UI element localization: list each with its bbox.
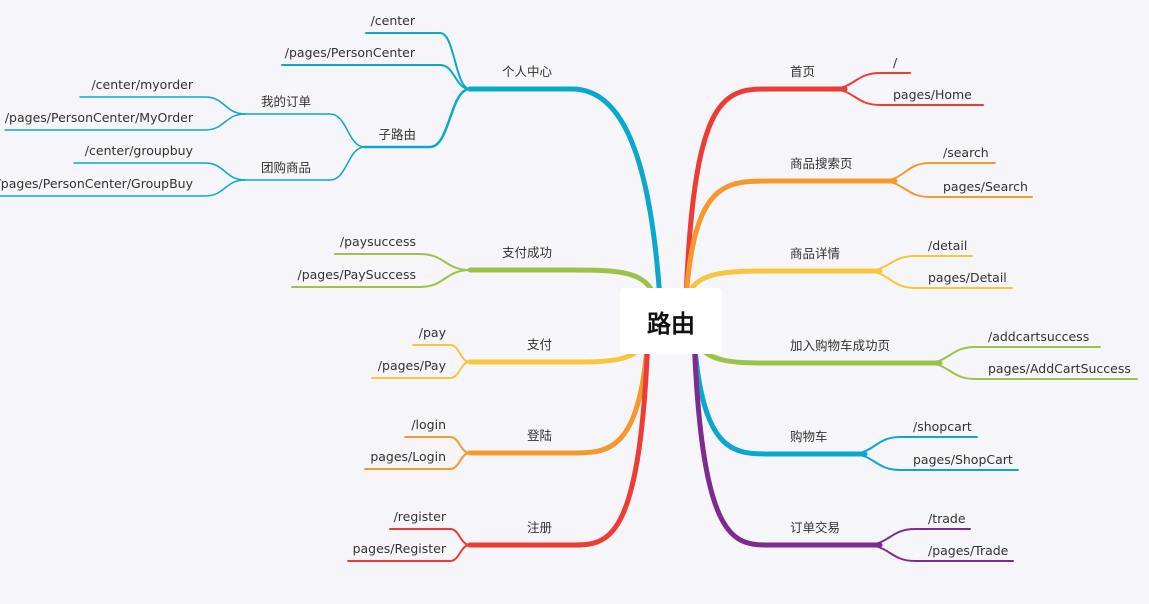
leaf-label[interactable]: /pages/PaySuccess <box>297 267 416 282</box>
leaf-label[interactable]: /center/myorder <box>91 77 193 92</box>
leaf-line <box>864 528 971 546</box>
leaf-label[interactable]: /center <box>371 13 416 28</box>
leaf-line <box>924 362 1138 380</box>
leaf-line <box>879 162 996 182</box>
branch-label[interactable]: 首页 <box>790 64 815 79</box>
branch-line <box>683 86 848 303</box>
leaf-line <box>864 255 973 272</box>
leaf-line <box>347 544 471 562</box>
leaf-line <box>291 269 471 288</box>
root-node[interactable]: 路由 <box>620 288 722 354</box>
leaf-line <box>879 180 1033 198</box>
leaf-label[interactable]: /register <box>394 509 447 524</box>
leaf-line <box>864 270 1013 289</box>
branch-line <box>244 113 366 148</box>
branch-label[interactable]: 子路由 <box>378 127 416 142</box>
leaf-label[interactable]: pages/Search <box>943 179 1028 194</box>
root-label: 路由 <box>647 309 695 338</box>
leaf-line <box>281 64 471 90</box>
leaf-label[interactable]: /pages/PersonCenter <box>285 45 416 60</box>
leaf-line <box>829 88 984 106</box>
branch-line <box>467 333 651 548</box>
branch-line <box>691 333 868 457</box>
leaf-line <box>0 179 246 197</box>
leaf-label[interactable]: /pages/PersonCenter/GroupBuy <box>0 176 194 191</box>
leaf-line <box>4 113 246 131</box>
branch-label[interactable]: 商品详情 <box>790 246 840 261</box>
leaf-line <box>849 453 1019 471</box>
leaf-label[interactable]: /pages/Pay <box>378 358 447 373</box>
leaf-line <box>829 72 911 90</box>
leaf-label[interactable]: /login <box>411 417 446 432</box>
branch-label[interactable]: 支付成功 <box>502 245 552 260</box>
leaf-label[interactable]: pages/Home <box>893 87 972 102</box>
branch-label[interactable]: 支付 <box>527 337 552 352</box>
leaf-line <box>79 96 246 115</box>
leaf-label[interactable]: /pages/Trade <box>928 543 1009 558</box>
leaf-label[interactable]: /paysuccess <box>340 234 416 249</box>
branch-label[interactable]: 加入购物车成功页 <box>790 338 890 353</box>
leaf-label[interactable]: pages/Detail <box>928 270 1007 285</box>
leaf-line <box>73 162 246 181</box>
leaf-label[interactable]: /pages/PersonCenter/MyOrder <box>5 110 194 125</box>
leaf-line <box>924 346 1101 364</box>
branch-label[interactable]: 商品搜索页 <box>790 156 853 171</box>
leaf-line <box>849 436 978 455</box>
leaf-label[interactable]: /search <box>943 145 989 160</box>
leaf-line <box>412 344 471 363</box>
branch-line <box>244 146 366 181</box>
branch-label[interactable]: 个人中心 <box>502 64 553 79</box>
leaf-label[interactable]: /addcartsuccess <box>988 329 1089 344</box>
branch-label[interactable]: 订单交易 <box>790 520 840 535</box>
leaf-label[interactable]: /detail <box>928 238 967 253</box>
branch-label[interactable]: 登陆 <box>527 428 552 443</box>
leaf-line <box>334 253 471 271</box>
leaf-label[interactable]: /center/groupbuy <box>85 143 194 158</box>
leaf-line <box>364 452 471 470</box>
leaf-label[interactable]: / <box>893 55 898 70</box>
branch-line <box>691 333 883 548</box>
branch-label[interactable]: 我的订单 <box>261 94 311 109</box>
branch-line <box>363 87 472 149</box>
leaf-label[interactable]: pages/AddCartSuccess <box>988 361 1131 376</box>
leaf-label[interactable]: /trade <box>928 511 966 526</box>
leaf-line <box>864 544 1014 562</box>
branch-line <box>467 86 663 303</box>
leaf-line <box>371 361 471 379</box>
branch-label[interactable]: 注册 <box>527 520 552 535</box>
leaf-label[interactable]: /shopcart <box>913 419 972 434</box>
leaf-line <box>365 32 471 90</box>
leaf-label[interactable]: pages/Login <box>370 449 446 464</box>
leaf-label[interactable]: /pay <box>419 325 447 340</box>
branch-label[interactable]: 购物车 <box>790 429 828 444</box>
leaf-label[interactable]: pages/Register <box>353 541 447 556</box>
leaf-label[interactable]: pages/ShopCart <box>913 452 1013 467</box>
branch-line <box>683 178 898 303</box>
branch-label[interactable]: 团购商品 <box>261 160 311 175</box>
